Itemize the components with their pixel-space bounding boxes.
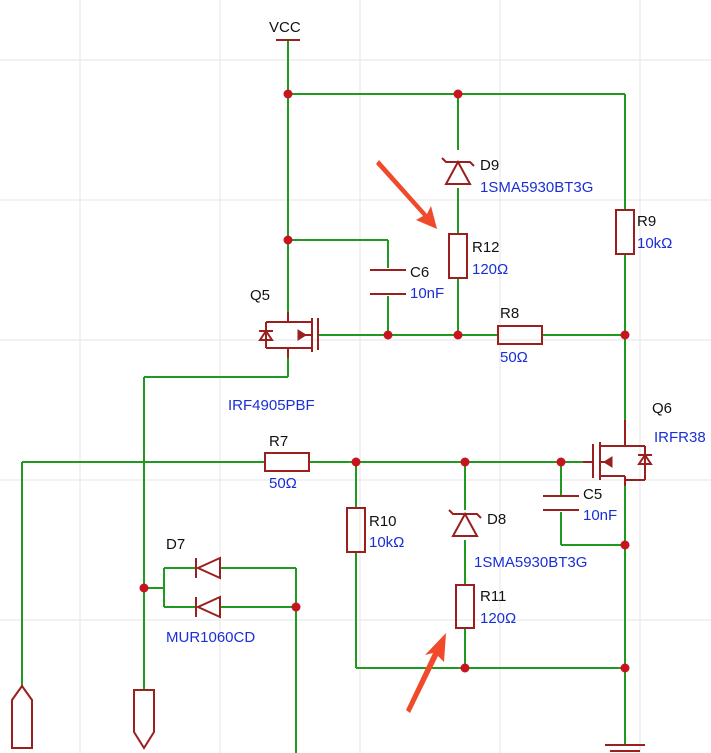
zener-diode-d8[interactable] xyxy=(448,509,482,537)
r12-value: 120Ω xyxy=(472,261,508,278)
q5-value: IRF4905PBF xyxy=(228,397,315,414)
d7-value: MUR1060CD xyxy=(166,629,255,646)
r8-ref: R8 xyxy=(500,305,519,322)
dual-diode-d7[interactable] xyxy=(195,556,221,619)
c5-ref: C5 xyxy=(583,486,602,503)
resistor-r10[interactable] xyxy=(346,507,366,553)
d9-ref: D9 xyxy=(480,157,499,174)
annotation-arrow-upper xyxy=(376,160,437,229)
q6-ref: Q6 xyxy=(652,400,672,417)
r7-ref: R7 xyxy=(269,433,288,450)
r11-ref: R11 xyxy=(480,588,506,605)
r12-ref: R12 xyxy=(472,239,500,256)
resistor-r8[interactable] xyxy=(497,325,543,345)
q5-ref: Q5 xyxy=(250,287,270,304)
capacitor-c5[interactable] xyxy=(543,495,579,511)
resistor-r7[interactable] xyxy=(264,452,310,472)
d8-value: 1SMA5930BT3G xyxy=(474,554,587,571)
c5-value: 10nF xyxy=(583,507,617,524)
r8-value: 50Ω xyxy=(500,349,528,366)
input-port-middle[interactable] xyxy=(133,689,155,750)
vcc-label: VCC xyxy=(269,19,301,36)
d7-ref: D7 xyxy=(166,536,185,553)
d9-value: 1SMA5930BT3G xyxy=(480,179,593,196)
annotation-arrow-lower xyxy=(406,633,446,713)
q6-value: IRFR38 xyxy=(654,429,706,446)
r10-ref: R10 xyxy=(369,513,397,530)
r11-value: 120Ω xyxy=(480,610,516,627)
resistor-r9[interactable] xyxy=(615,209,635,255)
junctions xyxy=(139,89,630,673)
wires xyxy=(21,40,626,753)
r10-value: 10kΩ xyxy=(369,534,404,551)
mosfet-q6[interactable] xyxy=(583,420,653,486)
mosfet-q5[interactable] xyxy=(258,312,319,358)
c6-value: 10nF xyxy=(410,285,444,302)
input-port-left[interactable] xyxy=(11,684,33,749)
r9-value: 10kΩ xyxy=(637,235,672,252)
resistor-r11[interactable] xyxy=(455,584,475,629)
resistor-r12[interactable] xyxy=(448,233,468,279)
zener-diode-d9[interactable] xyxy=(441,157,475,185)
r9-ref: R9 xyxy=(637,213,656,230)
c6-ref: C6 xyxy=(410,264,429,281)
capacitor-c6[interactable] xyxy=(370,269,406,295)
ground-symbol xyxy=(605,744,645,752)
r7-value: 50Ω xyxy=(269,475,297,492)
d8-ref: D8 xyxy=(487,511,506,528)
